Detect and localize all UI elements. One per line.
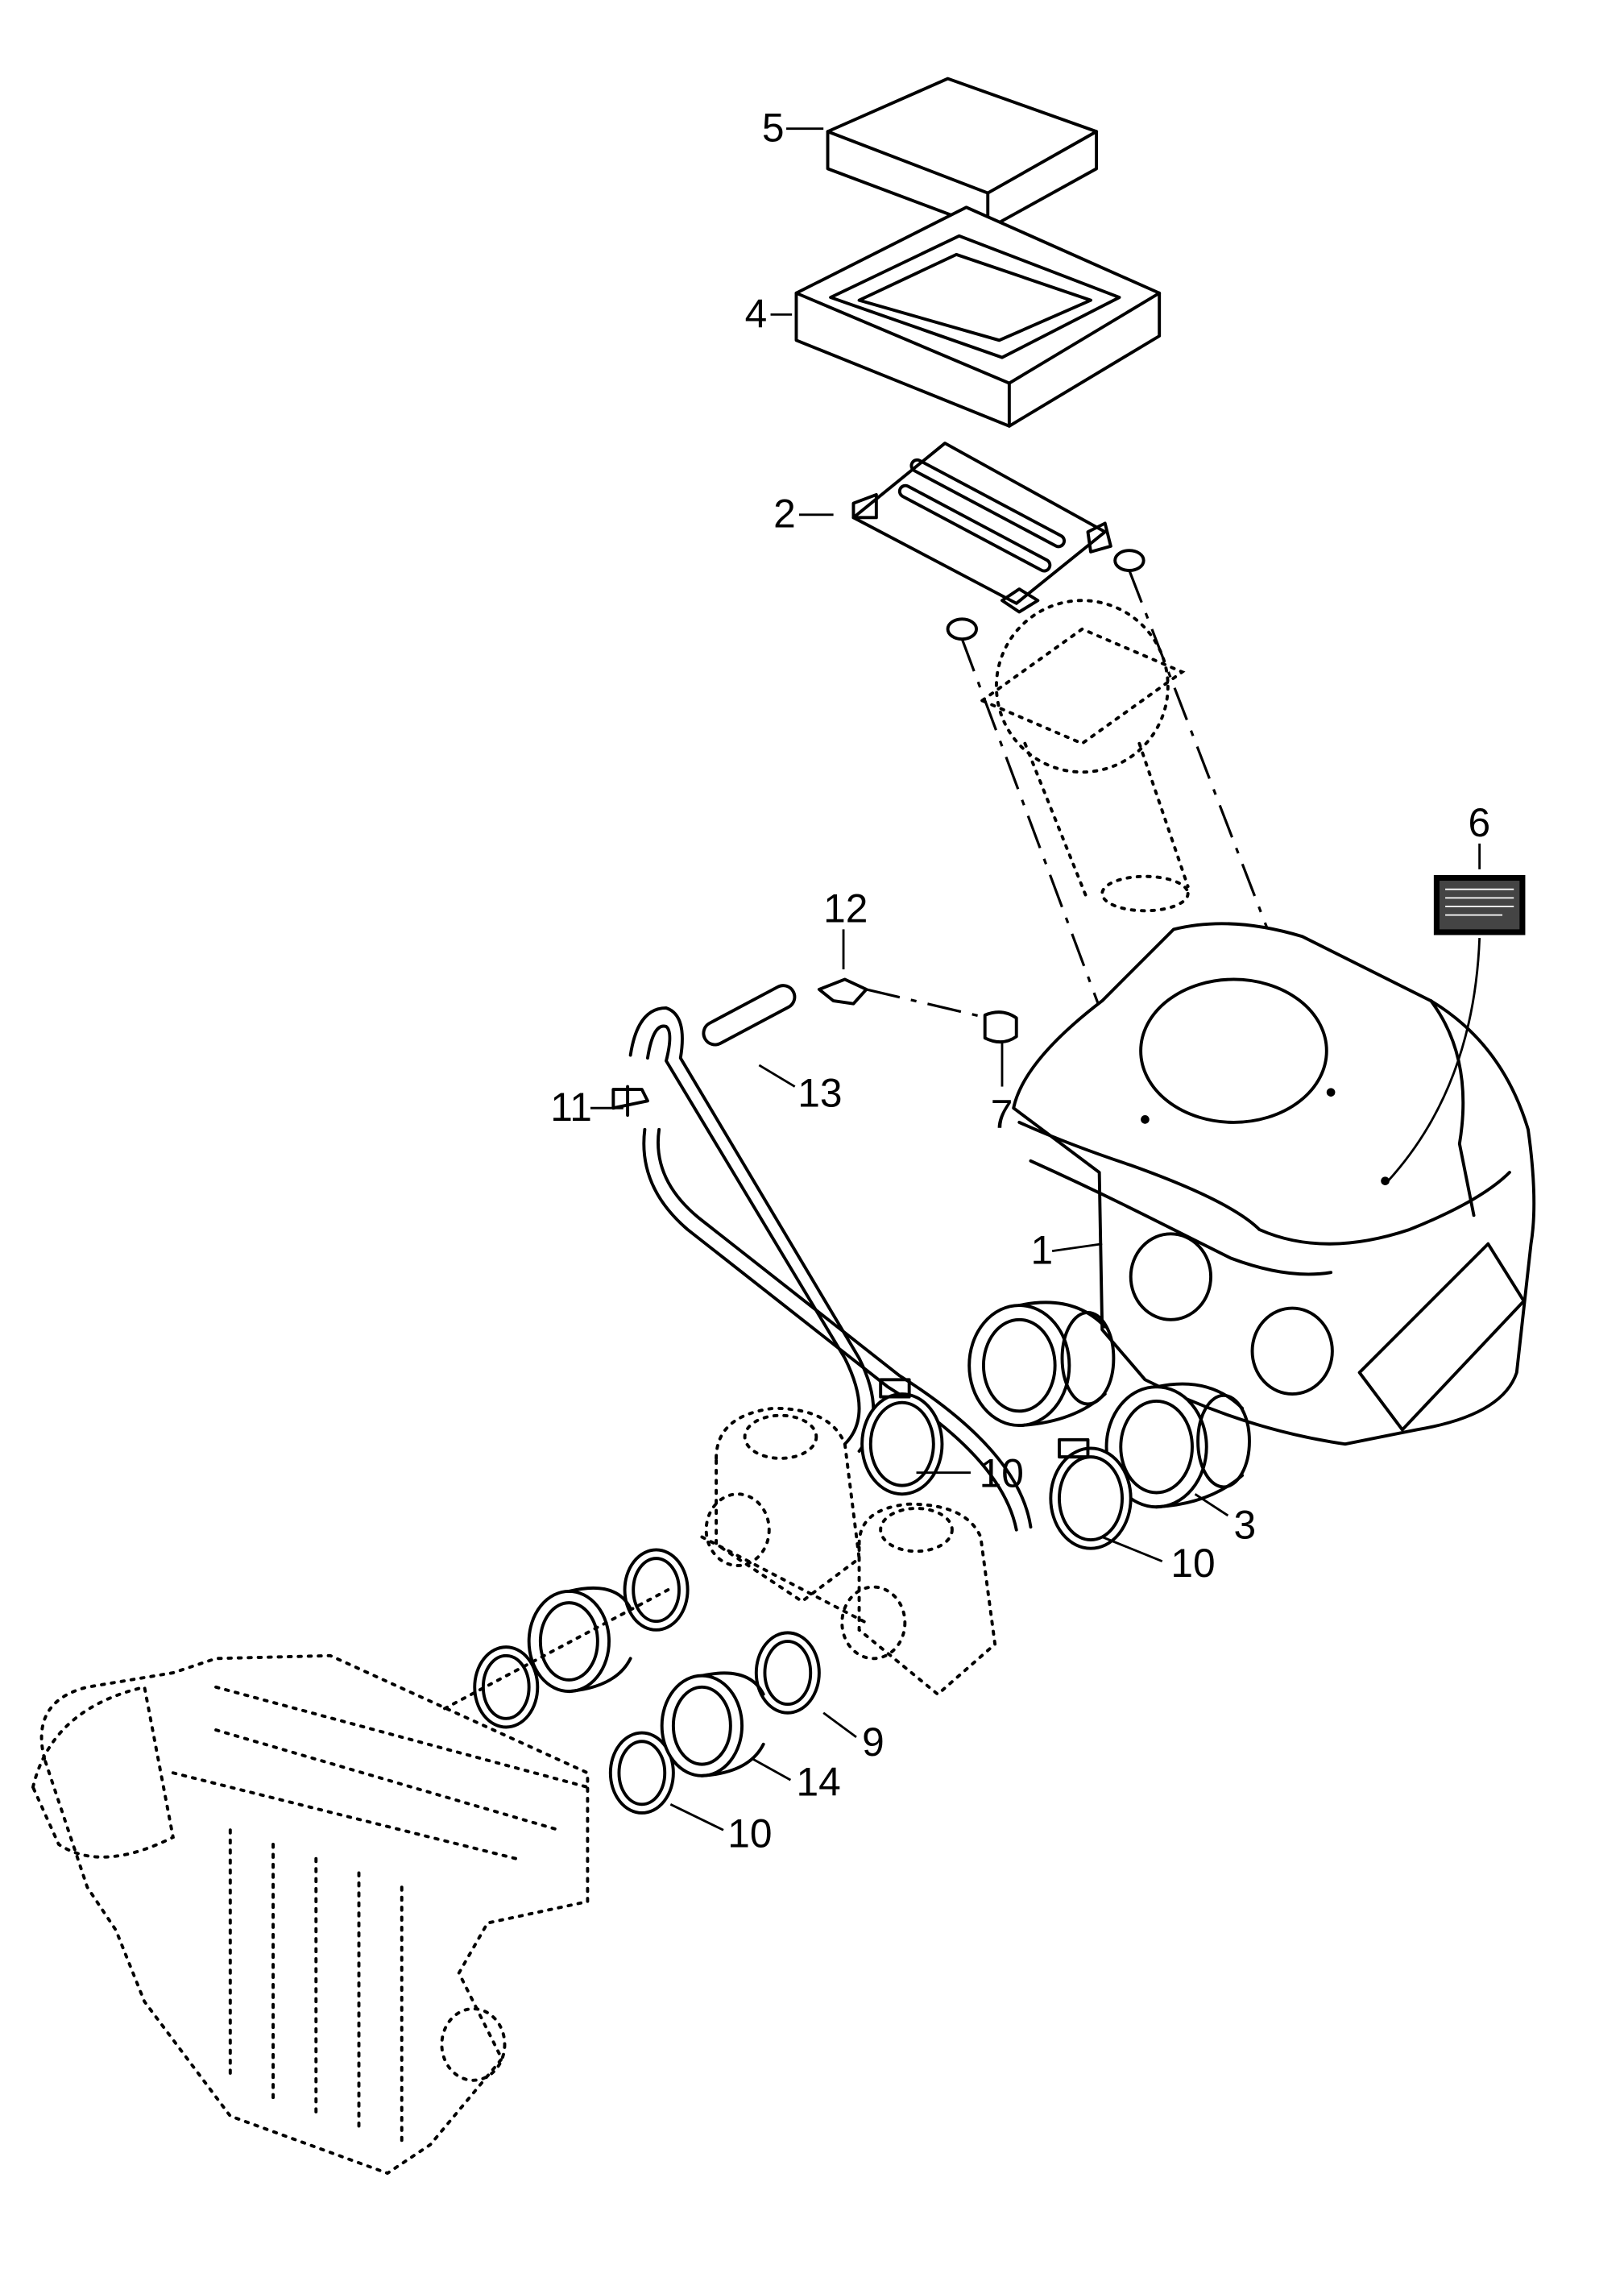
hose-and-fittings bbox=[611, 977, 1033, 1532]
callout-6: 6 bbox=[1468, 800, 1490, 845]
part-3-boots bbox=[967, 1300, 1251, 1509]
part-6-label bbox=[1433, 874, 1526, 935]
part-1-airbox bbox=[1012, 922, 1536, 1446]
callout-11: 11 bbox=[550, 1085, 592, 1130]
callout-1: 1 bbox=[1030, 1228, 1053, 1273]
part-5-filter-pad bbox=[826, 77, 1099, 230]
part-2-plate bbox=[851, 442, 1112, 614]
callout-10a: 10 bbox=[980, 1450, 1024, 1495]
callout-4: 4 bbox=[745, 291, 768, 336]
callout-13: 13 bbox=[798, 1070, 842, 1115]
callout-9: 9 bbox=[862, 1719, 884, 1765]
callout-3: 3 bbox=[1233, 1502, 1256, 1547]
callout-leaders bbox=[590, 127, 1481, 1831]
part-4-filter-frame bbox=[794, 205, 1162, 428]
engine-outline bbox=[31, 1585, 675, 2176]
carburetors bbox=[700, 1406, 997, 1697]
callout-5: 5 bbox=[762, 106, 785, 151]
callout-10c: 10 bbox=[727, 1811, 772, 1856]
callout-14: 14 bbox=[796, 1760, 840, 1805]
callout-12: 12 bbox=[823, 886, 868, 931]
part-10-clamps bbox=[473, 1378, 1133, 1815]
callout-2: 2 bbox=[773, 492, 796, 537]
callout-labels: 5 4 2 6 12 13 11 7 1 10 3 10 9 14 10 bbox=[550, 106, 1490, 1856]
callout-7: 7 bbox=[991, 1092, 1013, 1137]
callout-10b: 10 bbox=[1170, 1541, 1215, 1586]
